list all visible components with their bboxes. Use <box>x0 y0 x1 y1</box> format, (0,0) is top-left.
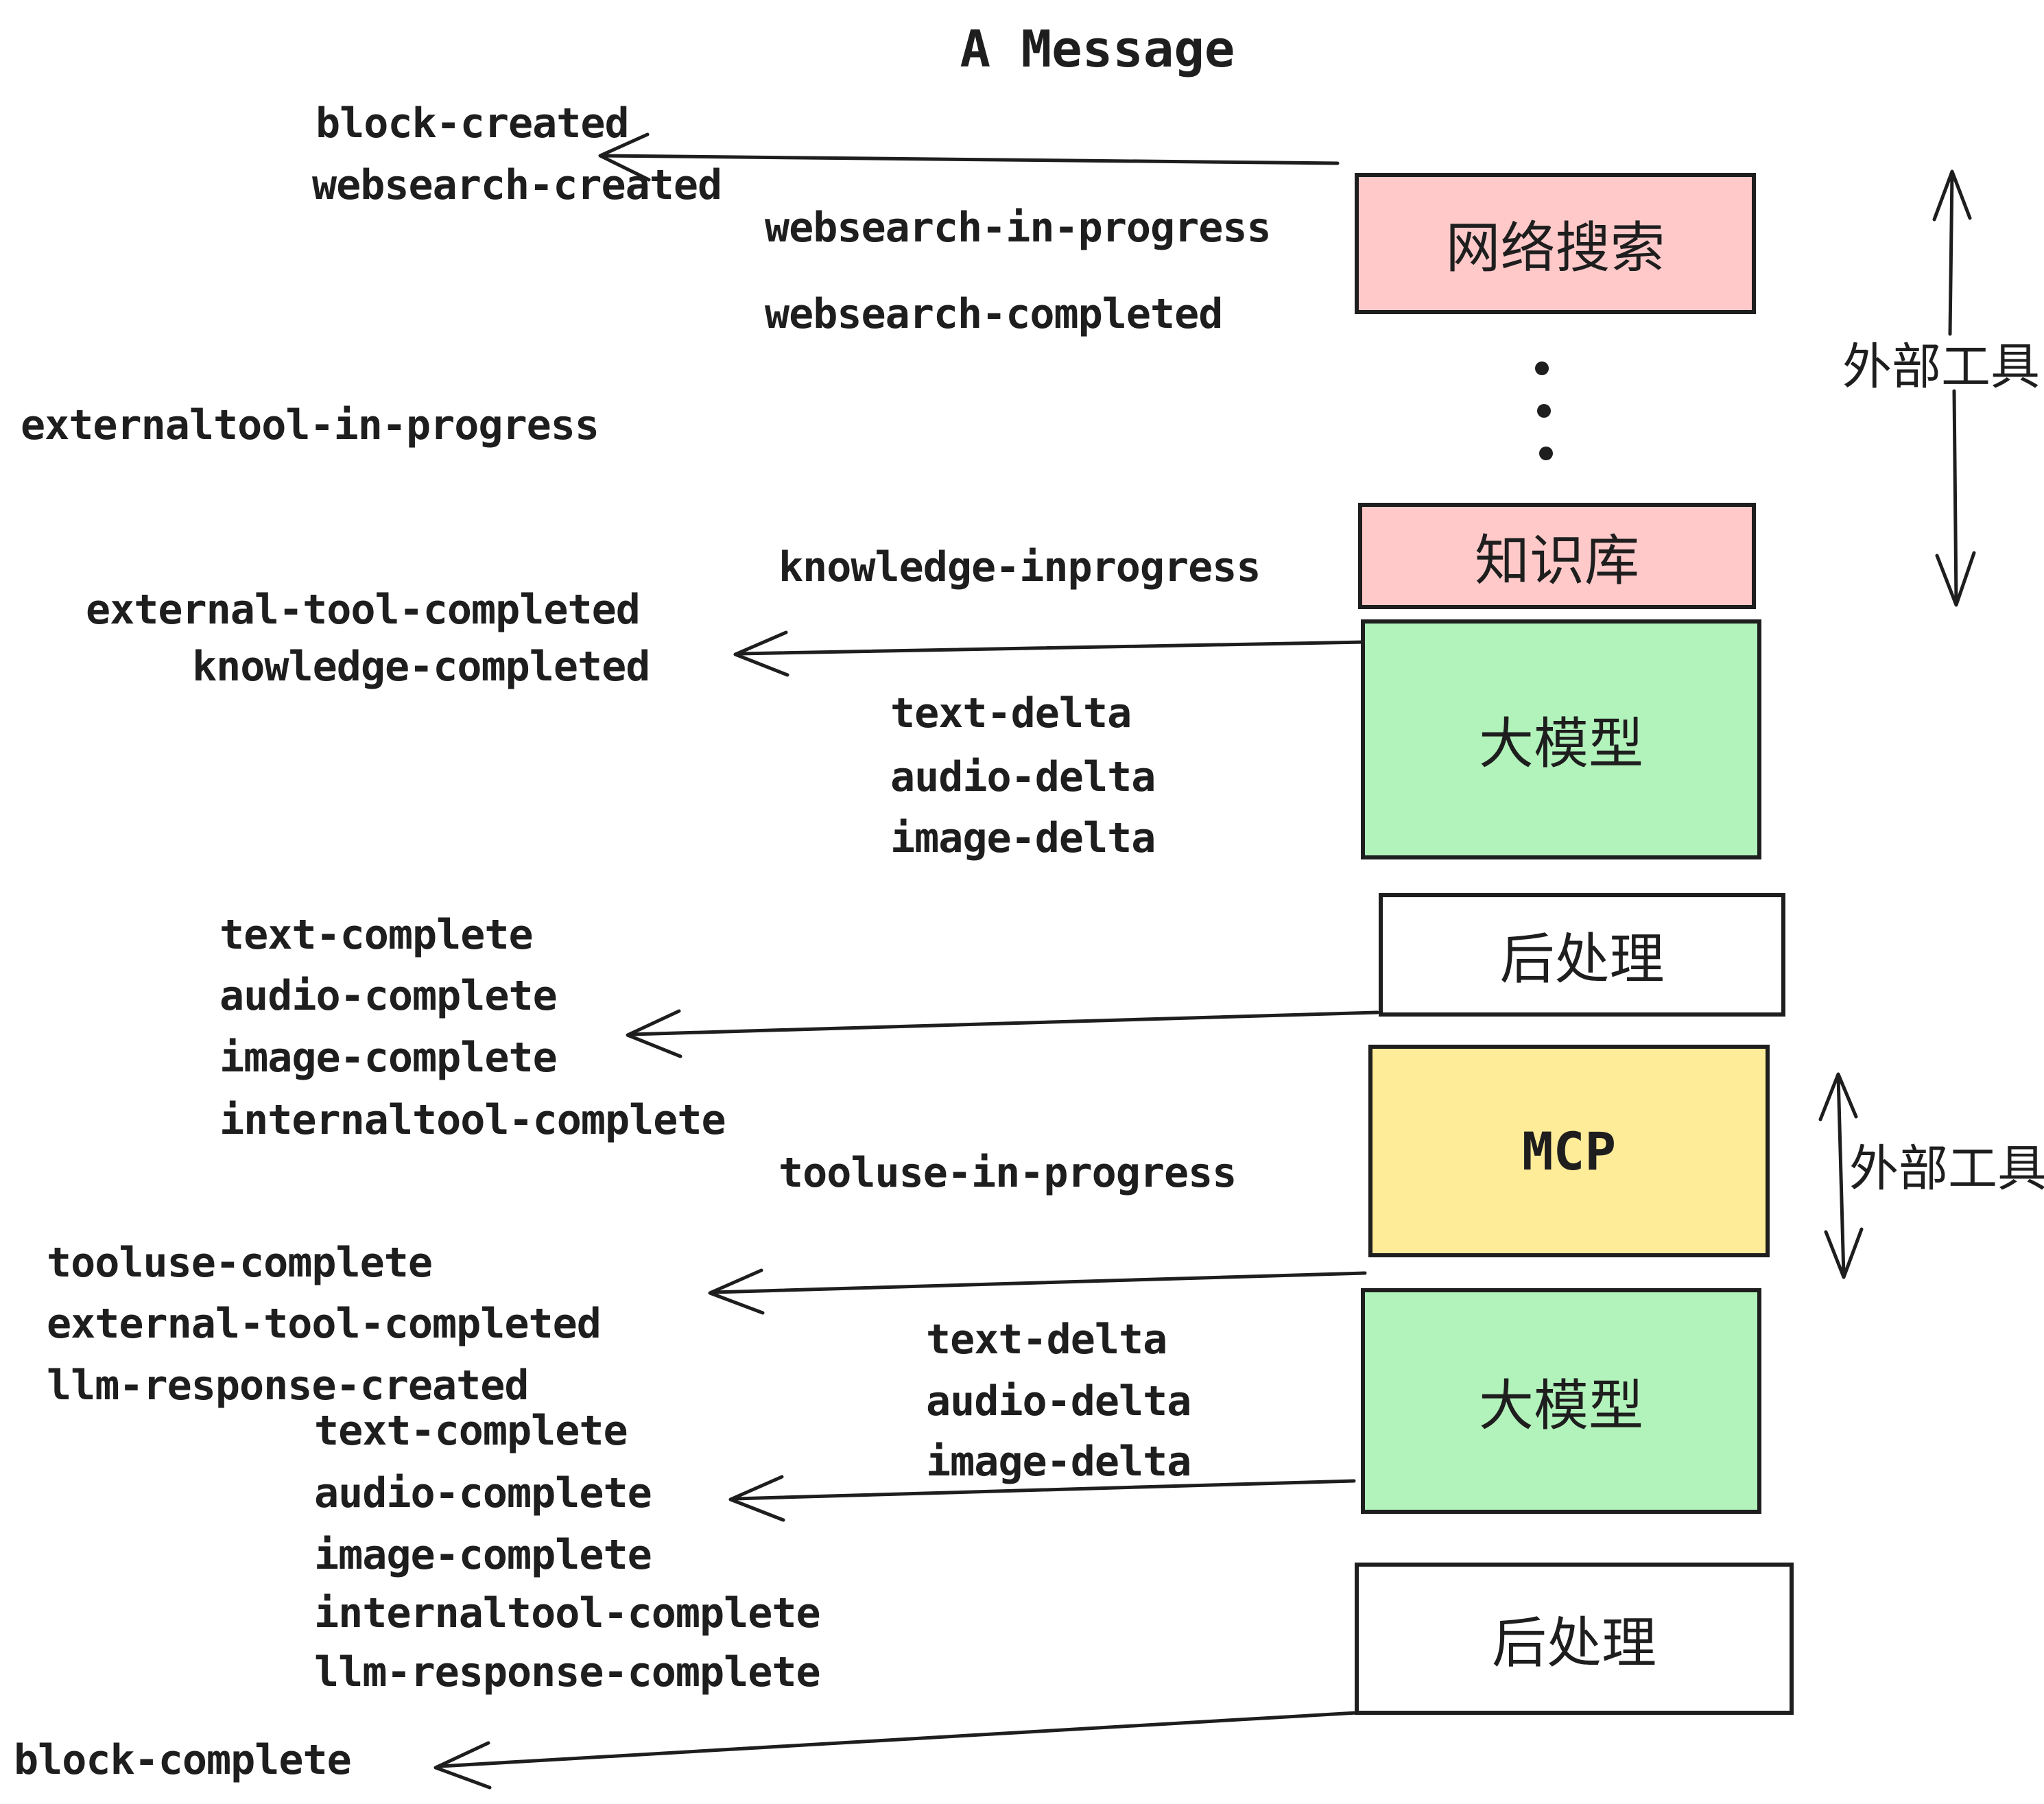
box-llm-1-label: 大模型 <box>1479 712 1643 776</box>
event-tooluse-complete: tooluse-complete <box>47 1239 433 1287</box>
box-llm-2-label: 大模型 <box>1479 1373 1643 1438</box>
event-image-complete-2: image-complete <box>314 1531 652 1579</box>
box-postprocess-2: 后处理 <box>1355 1563 1794 1715</box>
event-text-complete-2: text-complete <box>314 1407 628 1455</box>
event-internaltool-complete-2: internaltool-complete <box>314 1589 821 1637</box>
event-external-tool-completed-1: external-tool-completed <box>86 586 641 634</box>
external-tool-span-mcp-arrow-icon <box>1818 1072 1864 1279</box>
external-tool-label-top: 外部工具 <box>1842 337 2041 396</box>
box-postprocess-1-label: 后处理 <box>1499 927 1665 991</box>
event-external-tool-completed-2: external-tool-completed <box>47 1300 602 1348</box>
event-audio-delta-1: audio-delta <box>890 753 1156 801</box>
event-image-complete-1: image-complete <box>219 1034 558 1082</box>
external-tool-label-mcp: 外部工具 <box>1849 1139 2044 1198</box>
event-text-delta-2: text-delta <box>926 1316 1167 1364</box>
arrow-image-complete-icon <box>626 1009 1379 1058</box>
box-mcp: MCP <box>1368 1045 1770 1257</box>
box-llm-1: 大模型 <box>1361 619 1761 859</box>
event-block-created: block-created <box>316 99 630 147</box>
arrow-block-complete-icon <box>433 1711 1359 1790</box>
event-audio-complete-1: audio-complete <box>219 972 558 1020</box>
box-postprocess-2-label: 后处理 <box>1492 1611 1656 1675</box>
vertical-dots-icon <box>1535 361 1553 460</box>
event-knowledge-completed: knowledge-completed <box>192 643 650 691</box>
box-websearch-label: 网络搜索 <box>1445 216 1665 280</box>
event-websearch-completed: websearch-completed <box>765 290 1223 338</box>
arrow-block-created-icon <box>598 132 1340 182</box>
event-text-delta-1: text-delta <box>890 689 1132 737</box>
diagram-title: A Message <box>960 20 1235 79</box>
arrow-knowledge-completed-icon <box>733 630 1367 677</box>
event-externaltool-in-progress: externaltool-in-progress <box>21 401 599 449</box>
event-websearch-created: websearch-created <box>312 161 722 209</box>
event-audio-complete-2: audio-complete <box>314 1469 652 1517</box>
event-image-delta-2: image-delta <box>926 1438 1191 1486</box>
box-knowledge-label: 知识库 <box>1475 528 1639 593</box>
box-knowledge: 知识库 <box>1358 503 1756 609</box>
arrow-audio-complete-icon <box>728 1475 1356 1522</box>
event-audio-delta-2: audio-delta <box>926 1377 1191 1425</box>
box-postprocess-1: 后处理 <box>1379 893 1785 1017</box>
event-llm-response-created: llm-response-created <box>47 1362 529 1410</box>
arrow-tooluse-complete-icon <box>708 1268 1367 1315</box>
event-tooluse-in-progress: tooluse-in-progress <box>779 1149 1237 1197</box>
box-websearch: 网络搜索 <box>1355 173 1756 314</box>
external-tool-span-top-arrow-icon <box>1932 169 1976 607</box>
event-text-complete-1: text-complete <box>219 911 534 959</box>
box-llm-2: 大模型 <box>1361 1288 1761 1514</box>
event-internaltool-complete-1: internaltool-complete <box>219 1096 726 1144</box>
box-mcp-label: MCP <box>1521 1120 1617 1182</box>
event-block-complete: block-complete <box>14 1736 352 1784</box>
event-websearch-in-progress: websearch-in-progress <box>765 204 1272 252</box>
event-llm-response-complete: llm-response-complete <box>314 1648 821 1696</box>
event-knowledge-inprogress: knowledge-inprogress <box>779 543 1261 591</box>
event-image-delta-1: image-delta <box>890 814 1156 862</box>
